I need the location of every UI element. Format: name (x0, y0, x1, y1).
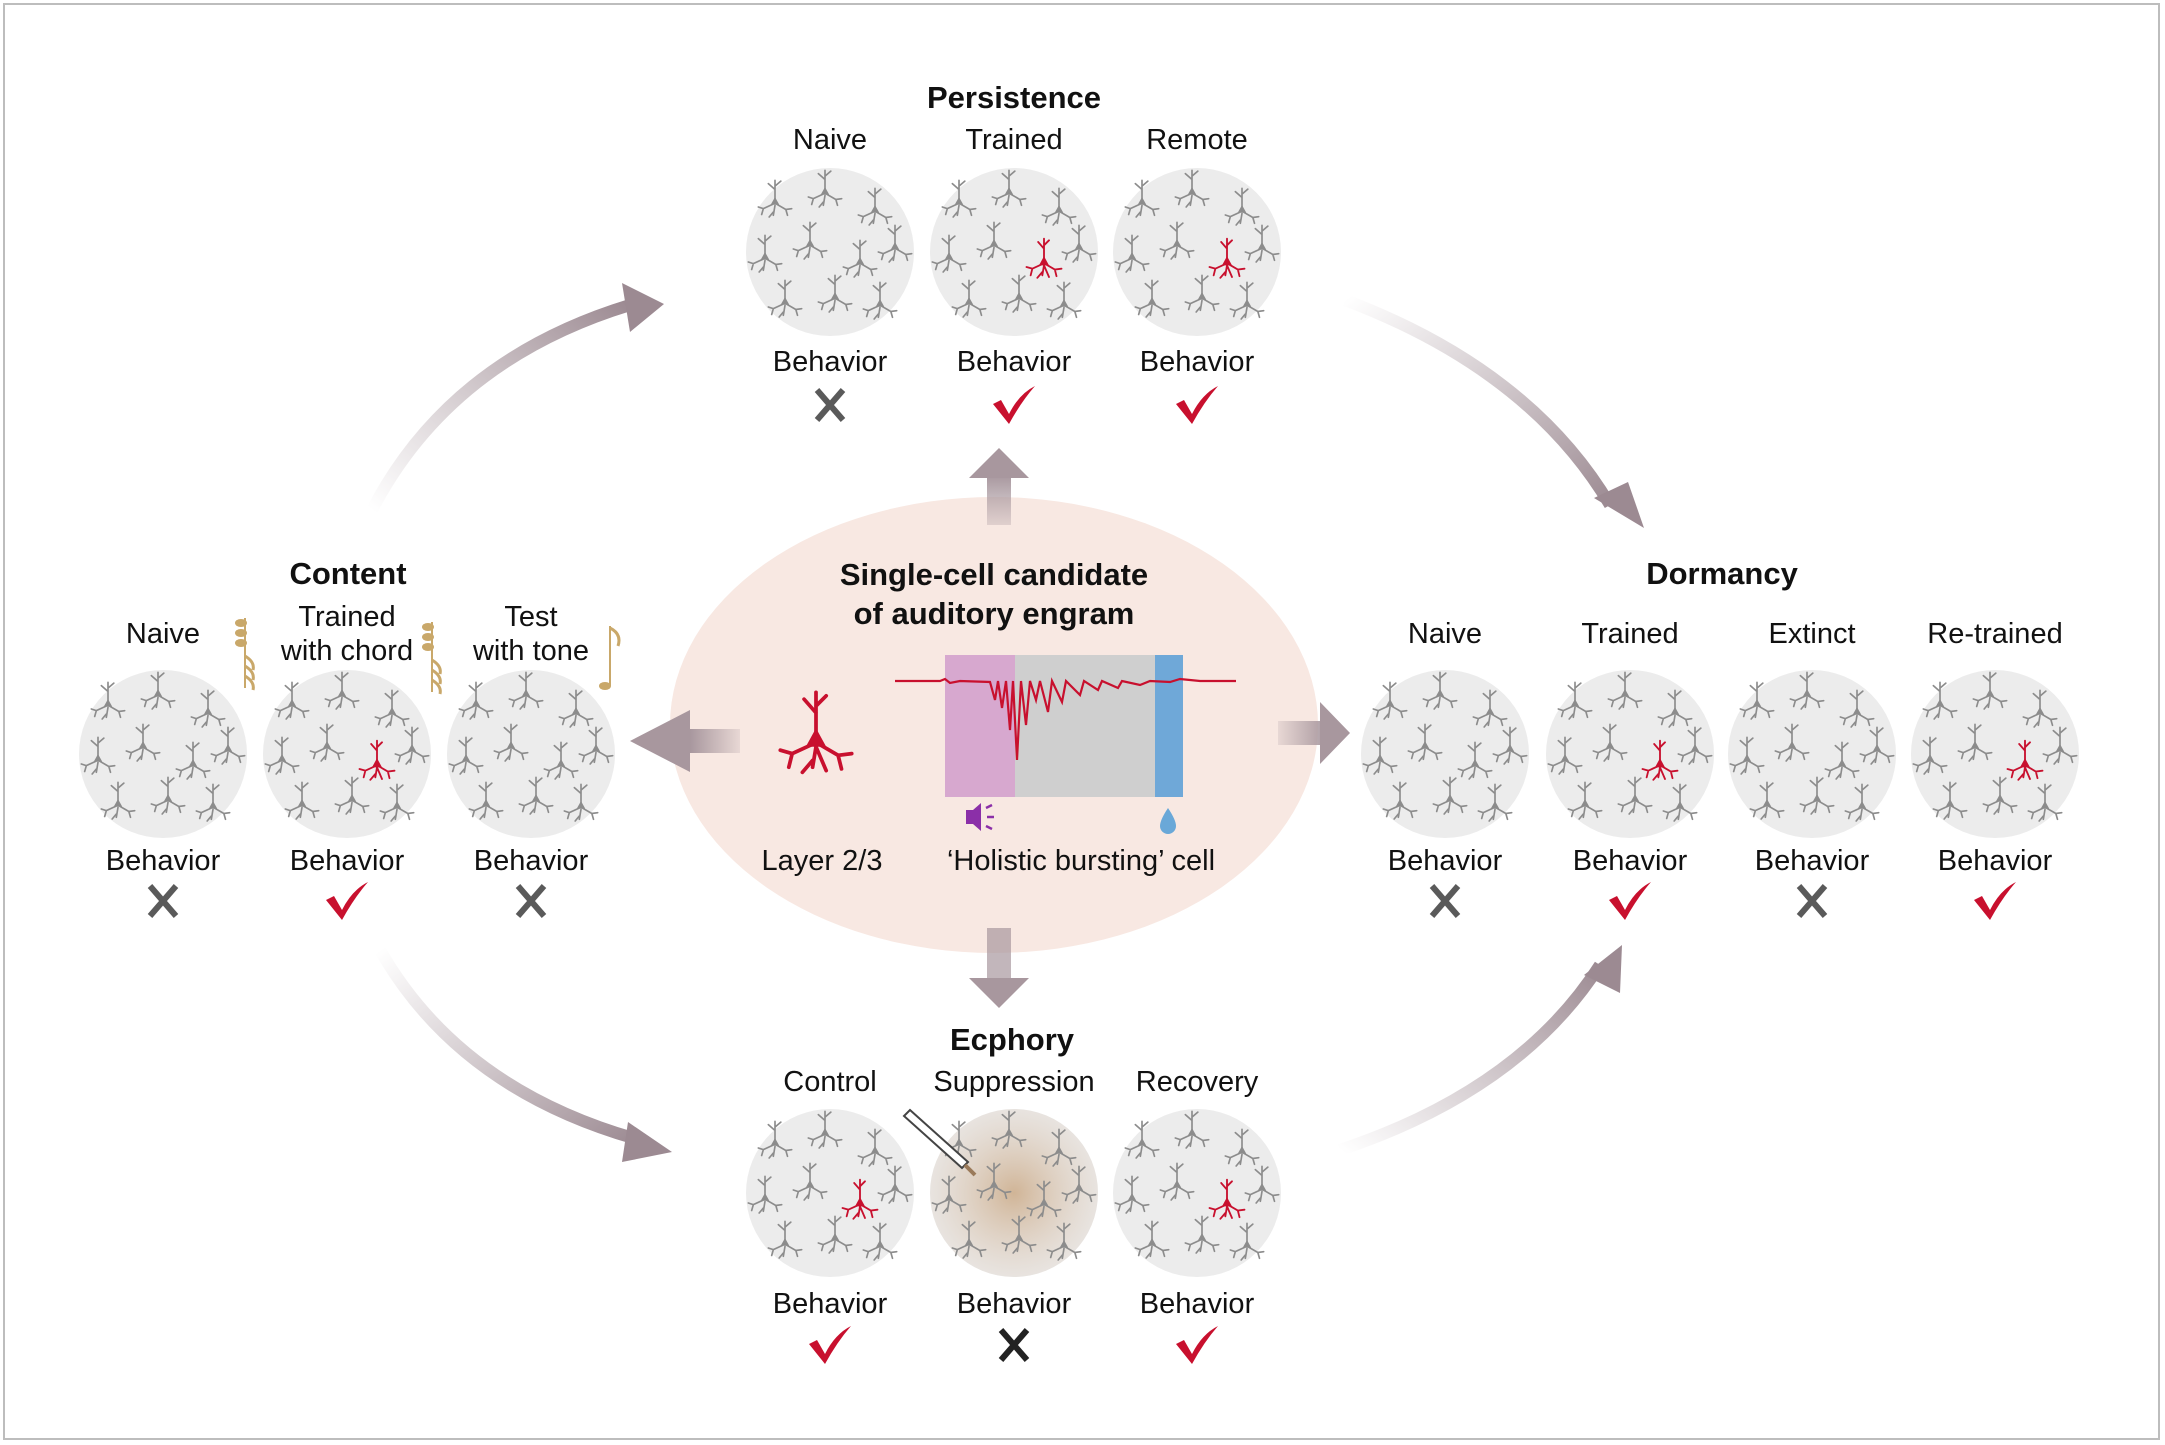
persistence-label-1: Trained (965, 124, 1063, 156)
content-circle-0 (79, 670, 247, 838)
content-label-1-line2: with chord (280, 635, 414, 667)
ecphory-behavior-2: Behavior (1139, 1288, 1255, 1320)
arrow-head-ecphory-to-dormancy (1584, 945, 1622, 993)
ecphory-label-1: Suppression (933, 1066, 1095, 1098)
content-behavior-2: Behavior (473, 845, 589, 877)
dormancy-label-2: Extinct (1768, 618, 1856, 650)
ecphory-circle-0 (746, 1109, 914, 1277)
content-label-0: Naive (125, 618, 201, 650)
content-label-2-line1: Test (504, 601, 558, 633)
content-circle-1 (263, 670, 431, 838)
persistence-behavior-0: Behavior (772, 346, 888, 378)
delay-period (1015, 655, 1155, 797)
dormancy-circle-1 (1546, 670, 1714, 838)
arrow-content-to-persistence (366, 299, 632, 513)
dormancy-behavior-0: Behavior (1387, 845, 1503, 877)
dormancy-behavior-2: Behavior (1754, 845, 1870, 877)
ecphory-label-0: Control (783, 1066, 877, 1098)
curved-arrows (366, 283, 1644, 1162)
content-behavior-1: Behavior (289, 845, 405, 877)
check-icon (1176, 386, 1218, 424)
chord-icon (235, 618, 255, 691)
persistence-circle-1 (930, 168, 1098, 336)
ecphory-label-2: Recovery (1135, 1066, 1259, 1098)
arrow-head-content-to-ecphory (622, 1122, 672, 1162)
dormancy-circle-3 (1911, 670, 2079, 838)
arrow-head-persistence-to-dormancy (1594, 482, 1644, 528)
ecphory-circle-1 (930, 1109, 1098, 1277)
x-mark-icon (515, 884, 547, 918)
persistence-behavior-2: Behavior (1139, 346, 1255, 378)
dormancy-title: Dormancy (1646, 556, 1798, 591)
x-mark-icon (1796, 884, 1828, 918)
content-title: Content (289, 556, 407, 591)
check-icon (993, 386, 1035, 424)
dormancy-label-0: Naive (1407, 618, 1483, 650)
water-drop-icon (1160, 808, 1176, 834)
dormancy-behavior-3: Behavior (1937, 845, 2053, 877)
content-circle-2 (447, 670, 615, 838)
arrow-content-to-ecphory (374, 947, 642, 1146)
stub-arrow-up (969, 448, 1029, 478)
center-stub-arrows (630, 448, 1350, 1008)
check-icon (1176, 1326, 1218, 1364)
arrow-head-content-to-persistence (622, 283, 664, 332)
check-icon (1974, 882, 2016, 920)
dormancy-circle-0 (1361, 670, 1529, 838)
neuron-label: Layer 2/3 (761, 845, 883, 877)
circles-layer (79, 168, 2079, 1277)
x-mark-icon (147, 884, 179, 918)
persistence-circle-2 (1113, 168, 1281, 336)
check-icon (326, 882, 368, 920)
x-mark-icon (998, 1328, 1030, 1362)
center-title-line1: Single-cell candidate (839, 557, 1149, 592)
ecphory-circle-2 (1113, 1109, 1281, 1277)
persistence-behavior-1: Behavior (956, 346, 1072, 378)
pipette-icon (902, 1108, 977, 1177)
content-label-2-line2: with tone (472, 635, 590, 667)
x-mark-icon (814, 388, 846, 422)
trace-label: ‘Holistic bursting’ cell (946, 845, 1216, 877)
sound-period (945, 655, 1015, 797)
dormancy-behavior-1: Behavior (1572, 845, 1688, 877)
center-title-line2: of auditory engram (853, 596, 1135, 631)
x-mark-icon (1429, 884, 1461, 918)
check-icon (809, 1326, 851, 1364)
burst-trace (895, 677, 1236, 761)
persistence-label-0: Naive (792, 124, 868, 156)
persistence-title: Persistence (926, 80, 1102, 115)
arrow-persistence-to-dormancy (1342, 294, 1616, 509)
arrow-ecphory-to-dormancy (1338, 961, 1606, 1156)
stub-arrow-right (1320, 702, 1350, 764)
stub-arrow-down (969, 978, 1029, 1008)
check-icon (1609, 882, 1651, 920)
ecphory-behavior-0: Behavior (772, 1288, 888, 1320)
stub-arrow-left (630, 710, 690, 772)
ecphory-title: Ecphory (949, 1022, 1075, 1057)
ecphory-behavior-1: Behavior (956, 1288, 1072, 1320)
speaker-icon (966, 803, 994, 831)
content-behavior-0: Behavior (105, 845, 221, 877)
tone-icon (599, 626, 621, 690)
water-period (1155, 655, 1183, 797)
content-label-1-line1: Trained (298, 601, 396, 633)
chord-icon (422, 622, 442, 695)
dormancy-label-3: Re-trained (1927, 618, 2063, 650)
persistence-label-2: Remote (1146, 124, 1248, 156)
dormancy-circle-2 (1728, 670, 1896, 838)
dormancy-label-1: Trained (1581, 618, 1679, 650)
persistence-circle-0 (746, 168, 914, 336)
bursting-trace-panel (895, 655, 1236, 797)
